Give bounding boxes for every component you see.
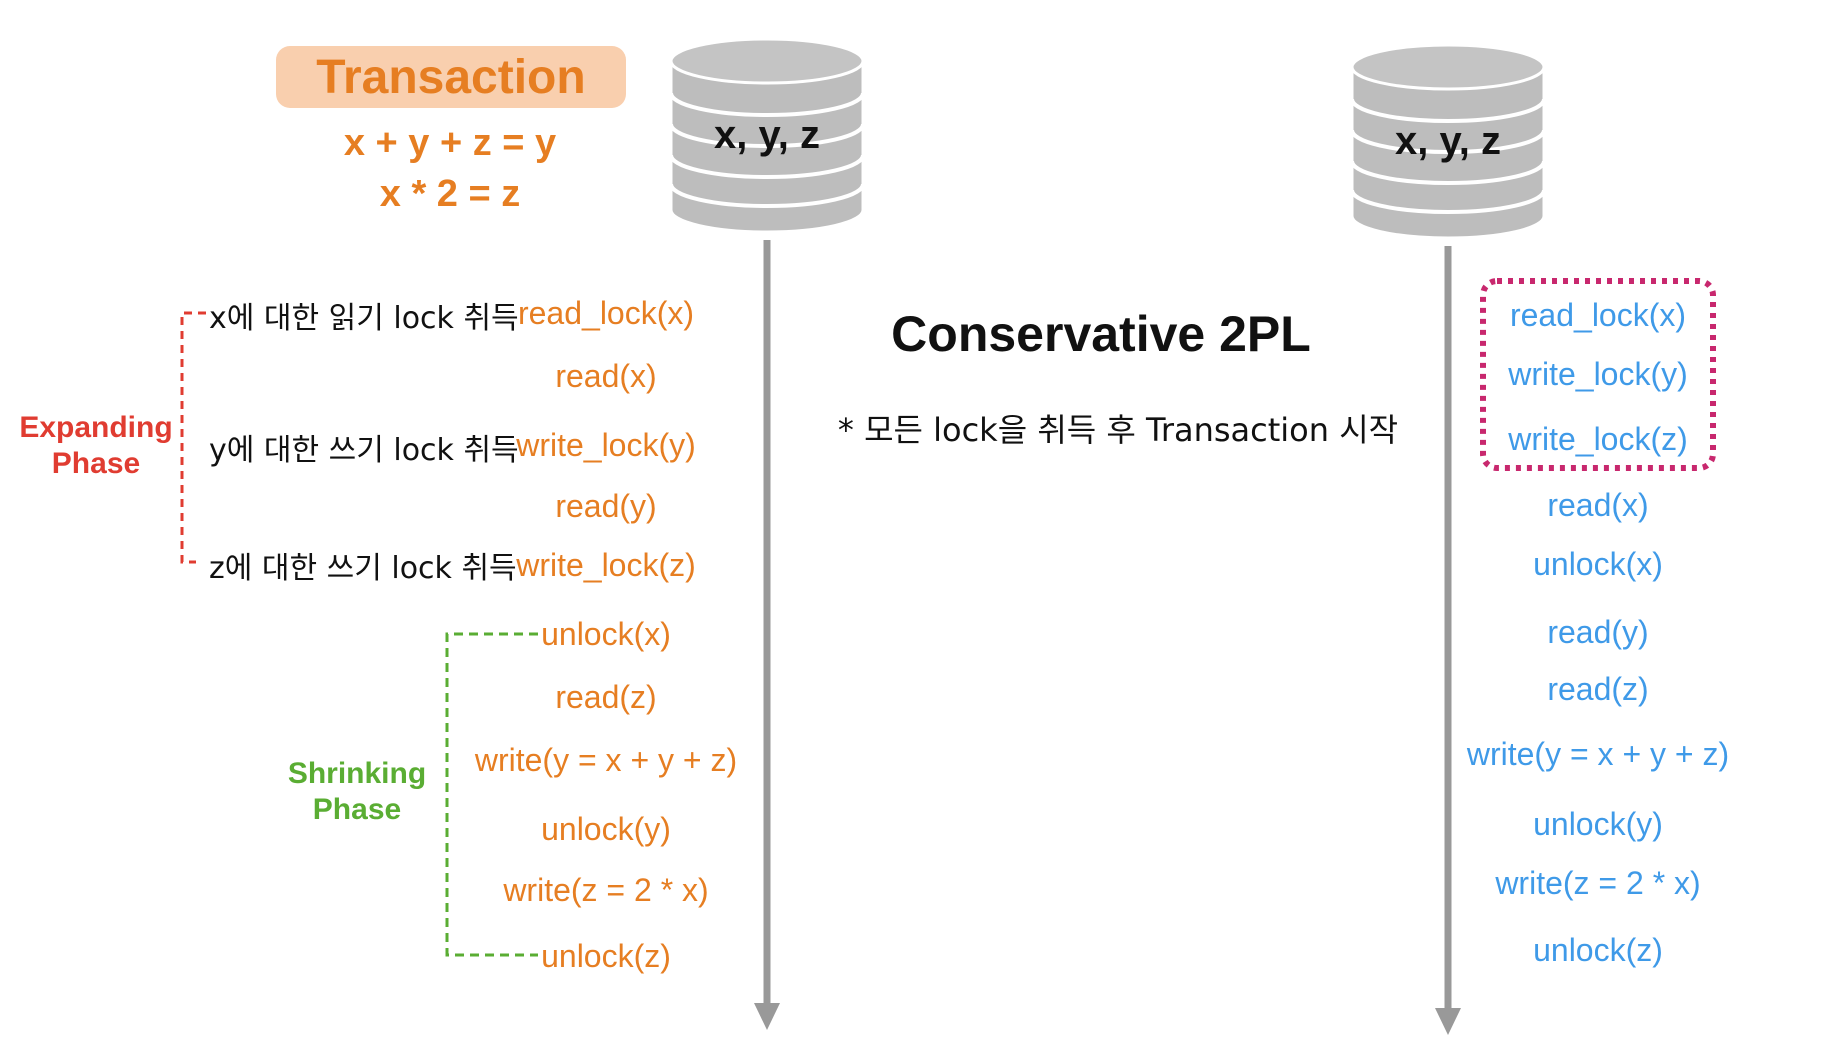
transaction-title: Transaction xyxy=(316,50,586,104)
right-op-write-z: write(z = 2 * x) xyxy=(1495,865,1701,901)
right-op-write-lock-y: write_lock(y) xyxy=(1508,356,1688,392)
left-op-unlock-z: unlock(z) xyxy=(541,938,671,974)
right-op-unlock-z: unlock(z) xyxy=(1533,932,1663,968)
left-op-write-z: write(z = 2 * x) xyxy=(503,872,709,908)
left-op-unlock-y: unlock(y) xyxy=(541,811,671,847)
left-database-label: x, y, z xyxy=(714,113,820,157)
left-op-write-lock-z: write_lock(z) xyxy=(516,547,696,583)
shrinking-phase-line-1: Shrinking xyxy=(287,757,427,790)
expanding-phase-line-2: Phase xyxy=(51,447,141,480)
annotation-z-write-lock: z에 대한 쓰기 lock 취득 xyxy=(209,551,517,586)
left-op-write-y: write(y = x + y + z) xyxy=(474,742,738,778)
expanding-phase-label: Expanding Phase xyxy=(19,410,172,482)
right-op-write-y: write(y = x + y + z) xyxy=(1466,736,1730,772)
shrinking-phase-line-2: Phase xyxy=(312,793,402,826)
left-op-write-lock-y: write_lock(y) xyxy=(516,427,696,463)
shrinking-phase-bracket xyxy=(445,632,538,957)
transaction-title-box: Transaction xyxy=(276,46,626,108)
left-op-read-x: read(x) xyxy=(555,358,657,394)
right-op-read-y: read(y) xyxy=(1547,614,1649,650)
left-op-read-z: read(z) xyxy=(555,679,657,715)
left-op-read-lock-x: read_lock(x) xyxy=(517,295,695,331)
right-database-icon xyxy=(1350,43,1546,240)
conservative-2pl-title: Conservative 2PL xyxy=(891,306,1311,362)
right-database-label: x, y, z xyxy=(1395,119,1501,163)
transaction-formula-2: x * 2 = z xyxy=(379,173,521,215)
right-op-unlock-x: unlock(x) xyxy=(1533,546,1663,582)
annotation-y-write-lock: y에 대한 쓰기 lock 취득 xyxy=(209,433,519,468)
right-op-read-z: read(z) xyxy=(1547,671,1649,707)
transaction-formula-1: x + y + z = y xyxy=(343,122,557,164)
expanding-phase-line-1: Expanding xyxy=(19,411,173,444)
right-op-unlock-y: unlock(y) xyxy=(1533,806,1663,842)
left-op-unlock-x: unlock(x) xyxy=(541,616,671,652)
shrinking-phase-label: Shrinking Phase xyxy=(288,756,426,828)
left-op-read-y: read(y) xyxy=(555,488,657,524)
right-op-read-x: read(x) xyxy=(1547,487,1649,523)
right-timeline-arrow xyxy=(1435,246,1461,1035)
conservative-2pl-note: * 모든 lock을 취득 후 Transaction 시작 xyxy=(837,411,1399,449)
left-database-icon xyxy=(669,37,865,234)
right-op-write-lock-z: write_lock(z) xyxy=(1508,421,1688,457)
left-timeline-arrow xyxy=(754,240,780,1030)
annotation-x-read-lock: x에 대한 읽기 lock 취득 xyxy=(209,301,519,336)
expanding-phase-bracket xyxy=(180,311,206,564)
right-op-read-lock-x: read_lock(x) xyxy=(1509,297,1687,333)
lock-acquisition-box xyxy=(1480,278,1716,471)
